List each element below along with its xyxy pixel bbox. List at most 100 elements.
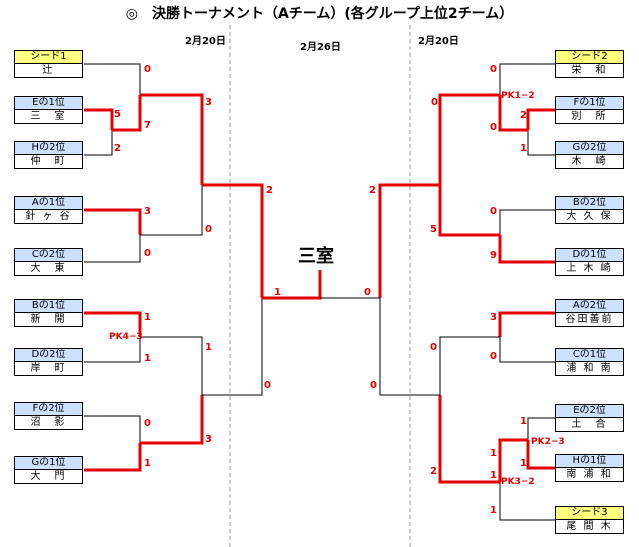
team-seed: Hの2位 [15, 142, 82, 155]
team-box-right-4: Bの2位 大 久 保 [555, 196, 624, 224]
score-label: 2 [520, 110, 527, 121]
score-label: 0 [430, 342, 437, 353]
score-label: 0 [370, 380, 377, 391]
team-name: 三 室 [30, 111, 67, 122]
team-seed: シード2 [556, 51, 623, 64]
line-omagi [499, 482, 555, 521]
line-numakage [84, 415, 141, 443]
line-bessho-r2 [498, 95, 528, 132]
score-label: 2 [430, 466, 437, 477]
date-left: 2月20日 [185, 36, 226, 47]
team-seed: Bの2位 [556, 197, 623, 210]
team-seed: シード3 [556, 507, 623, 520]
team-box-right-1: シード2 栄 和 [555, 50, 624, 78]
team-name: 浦 和 南 [566, 363, 613, 374]
score-label: 1 [490, 470, 497, 481]
team-seed: Dの2位 [15, 349, 82, 362]
score-label: 1 [274, 287, 281, 298]
team-name: 辻 [42, 65, 55, 76]
team-seed: Hの1位 [556, 455, 623, 468]
team-name: 岸 町 [30, 363, 67, 374]
line-yatazenmae [498, 311, 555, 337]
team-name: 谷田善前 [565, 314, 614, 325]
date-right: 2月20日 [418, 36, 459, 47]
team-seed: Gの1位 [15, 457, 82, 470]
date-center: 2月26日 [300, 42, 341, 53]
team-box-left-9: Gの1位 大 門 [14, 456, 83, 484]
score-label: 9 [490, 250, 497, 261]
score-label: 1 [490, 448, 497, 459]
line-harigaya [84, 208, 142, 235]
team-name: 新 開 [30, 314, 67, 325]
pk-label: PK3−2 [501, 477, 535, 487]
line-shinkai [84, 311, 142, 337]
score-label: 1 [144, 353, 151, 364]
team-seed: Bの1位 [15, 300, 82, 313]
team-box-right-5: Dの1位 上 木 崎 [555, 248, 624, 276]
score-label: 0 [144, 248, 151, 259]
team-box-right-6: Aの2位 谷田善前 [555, 299, 624, 327]
line-sf1 [202, 183, 264, 298]
score-label: 1 [520, 416, 527, 427]
line-tsuji [84, 63, 141, 95]
team-seed: Aの2位 [556, 300, 623, 313]
score-label: 0 [490, 64, 497, 75]
team-seed: Aの1位 [15, 197, 82, 210]
team-box-left-6: Bの1位 新 開 [14, 299, 83, 327]
team-name: 大 門 [30, 471, 67, 482]
line-minamiurawa [526, 440, 555, 470]
team-name: 針 ヶ 谷 [25, 211, 72, 222]
line-qf4 [140, 395, 204, 445]
page-title: ◎ 決勝トーナメント（Aチーム）(各グループ上位2チーム） [125, 6, 514, 22]
line-r-sf1 [378, 183, 440, 298]
team-name: 尾 間 木 [566, 521, 613, 532]
line-mimuro [84, 108, 114, 130]
line-daimon [84, 443, 142, 472]
score-label: 3 [205, 434, 212, 445]
team-name: 栄 和 [571, 65, 608, 76]
team-seed: Fの1位 [556, 97, 623, 110]
line-bessho [526, 108, 555, 130]
team-box-right-9: Hの1位 南 浦 和 [555, 454, 624, 482]
line-nakacho [84, 130, 113, 156]
line-doai [527, 417, 555, 440]
score-label: 2 [114, 143, 121, 154]
score-label: 3 [144, 206, 151, 217]
team-seed: Gの2位 [556, 142, 623, 155]
team-name: 木 崎 [571, 156, 608, 167]
team-box-right-10: シード3 尾 間 木 [555, 506, 624, 534]
line-eiwa [499, 63, 555, 95]
score-label: 0 [490, 206, 497, 217]
team-seed: Cの2位 [15, 249, 82, 262]
pk-label: PK4−3 [109, 332, 143, 342]
team-box-left-4: Aの1位 針 ヶ 谷 [14, 196, 83, 224]
line-final-left [262, 270, 322, 300]
score-label: 0 [364, 287, 371, 298]
team-seed: Dの1位 [556, 249, 623, 262]
team-box-left-7: Dの2位 岸 町 [14, 348, 83, 376]
team-name: 別 所 [571, 111, 608, 122]
team-box-right-3: Gの2位 木 崎 [555, 141, 624, 169]
score-label: 2 [369, 185, 376, 196]
score-label: 1 [520, 458, 527, 469]
line-sf2 [202, 298, 263, 396]
score-label: 1 [144, 312, 151, 323]
line-r-sf2 [379, 298, 440, 396]
line-kamikizaki [498, 235, 555, 264]
team-box-left-2: Eの1位 三 室 [14, 96, 83, 124]
score-label: 3 [490, 312, 497, 323]
line-mimuro-r2 [112, 95, 142, 132]
team-name: 南 浦 和 [566, 469, 613, 480]
line-daito [84, 235, 141, 263]
line-kizaki [527, 130, 555, 156]
score-label: 1 [520, 143, 527, 154]
score-label: 1 [144, 458, 151, 469]
team-seed: シード1 [15, 51, 82, 64]
team-box-right-8: Eの2位 土 合 [555, 404, 624, 432]
team-name: 沼 影 [30, 417, 67, 428]
team-box-right-7: Cの1位 浦 和 南 [555, 348, 624, 376]
line-r-qf2 [438, 185, 500, 237]
line-qf1 [140, 93, 204, 185]
team-box-right-2: Fの1位 別 所 [555, 96, 624, 124]
